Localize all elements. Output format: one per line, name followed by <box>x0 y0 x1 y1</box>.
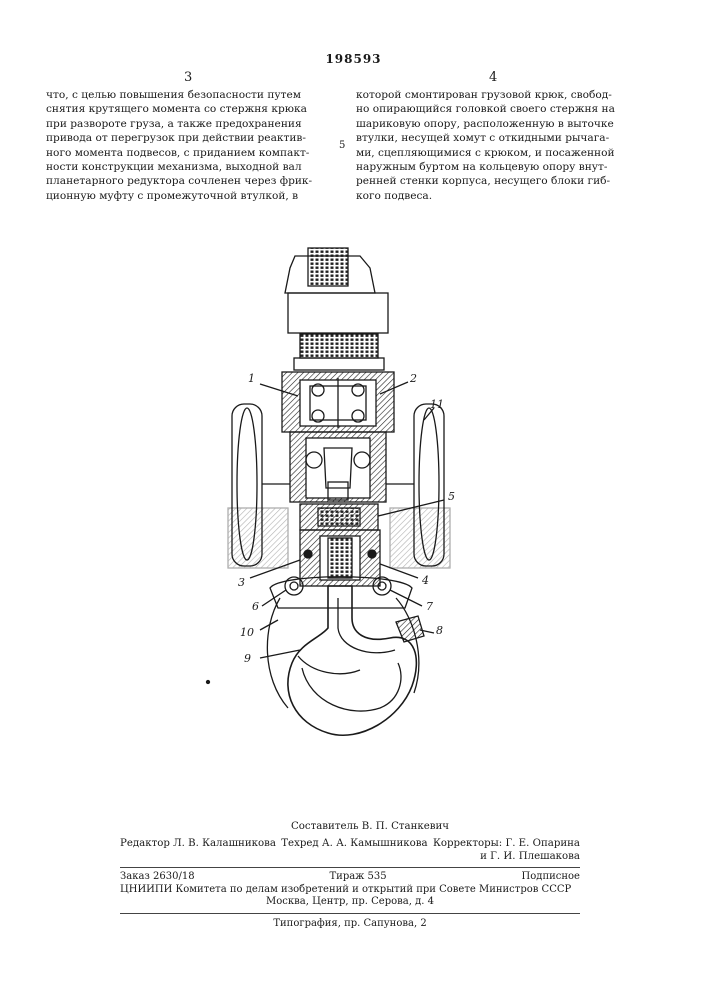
text-line: привода от перегрузок при действии реакт… <box>46 131 322 145</box>
correctors: Корректоры: Г. Е. Опарина <box>433 837 580 850</box>
divider <box>120 867 580 868</box>
text-line: ми, сцепляющимися с крюком, и посаженной <box>356 146 632 160</box>
printer: Типография, пр. Сапунова, 2 <box>120 917 580 930</box>
order-number: Заказ 2630/18 <box>120 871 195 884</box>
imprint-block: Заказ 2630/18 Тираж 535 Подписное ЦНИИПИ… <box>120 871 580 909</box>
divider-2 <box>120 913 580 914</box>
corrector-2: и Г. И. Плешакова <box>120 850 580 863</box>
hook-mechanism-svg <box>200 238 500 758</box>
composer: Составитель В. П. Станкевич <box>120 820 580 833</box>
motor-cap <box>308 248 348 286</box>
part-label-8: 8 <box>436 624 443 637</box>
lever-right <box>396 598 419 693</box>
text-line: планетарного редуктора сочленен через фр… <box>46 174 322 188</box>
techred: Техред А. А. Камышникова <box>281 837 427 850</box>
part-label-10: 10 <box>240 626 254 639</box>
text-line: ного момента подвесов, с приданием компа… <box>46 146 322 160</box>
text-line: ренней стенки корпуса, несущего блоки ги… <box>356 174 632 188</box>
part-label-5: 5 <box>448 490 455 503</box>
text-column-left: что, с целью повышения безопасности путе… <box>46 88 322 203</box>
text-line: но опирающийся головкой своего стержня н… <box>356 102 632 116</box>
part-label-9: 9 <box>244 652 251 665</box>
text-line: снятия крутящего момента со стержня крюк… <box>46 102 322 116</box>
text-line: шариковую опору, расположенную в выточке <box>356 117 632 131</box>
address: Москва, Центр, пр. Серова, д. 4 <box>120 896 580 909</box>
text-line: при развороте груза, а также предохранен… <box>46 117 322 131</box>
part-label-2: 2 <box>410 372 417 385</box>
editor: Редактор Л. В. Калашникова <box>120 837 276 850</box>
part-label-4: 4 <box>422 574 429 587</box>
patent-number: 198593 <box>0 52 707 66</box>
organization: ЦНИИПИ Комитета по делам изобретений и о… <box>120 884 580 897</box>
subscription: Подписное <box>522 871 580 884</box>
text-line: ности конструкции механизма, выходной ва… <box>46 160 322 174</box>
column-number-left: 3 <box>184 70 192 85</box>
part-label-6: 6 <box>252 600 259 613</box>
motor-body <box>288 293 388 333</box>
line-number-marker: 5 <box>339 140 345 151</box>
text-line: кого подвеса. <box>356 189 632 203</box>
text-line: ционную муфту с промежуточной втулкой, в <box>46 189 322 203</box>
text-column-right: которой смонтирован грузовой крюк, свобо… <box>356 88 632 203</box>
text-line: втулки, несущей хомут с откидными рычага… <box>356 131 632 145</box>
part-label-11: 11 <box>430 398 444 411</box>
credits-block: Составитель В. П. Станкевич Редактор Л. … <box>120 820 580 930</box>
text-line: наружным буртом на кольцевую опору внут- <box>356 160 632 174</box>
part-label-7: 7 <box>426 600 433 613</box>
technical-drawing: 1 2 11 5 3 4 6 7 8 10 9 <box>200 238 500 758</box>
text-line: что, с целью повышения безопасности путе… <box>46 88 322 102</box>
text-line: которой смонтирован грузовой крюк, свобо… <box>356 88 632 102</box>
column-number-right: 4 <box>489 70 497 85</box>
part-label-1: 1 <box>248 372 255 385</box>
part-label-3: 3 <box>238 576 245 589</box>
circulation: Тираж 535 <box>329 871 386 884</box>
motor-radiator <box>300 334 378 358</box>
